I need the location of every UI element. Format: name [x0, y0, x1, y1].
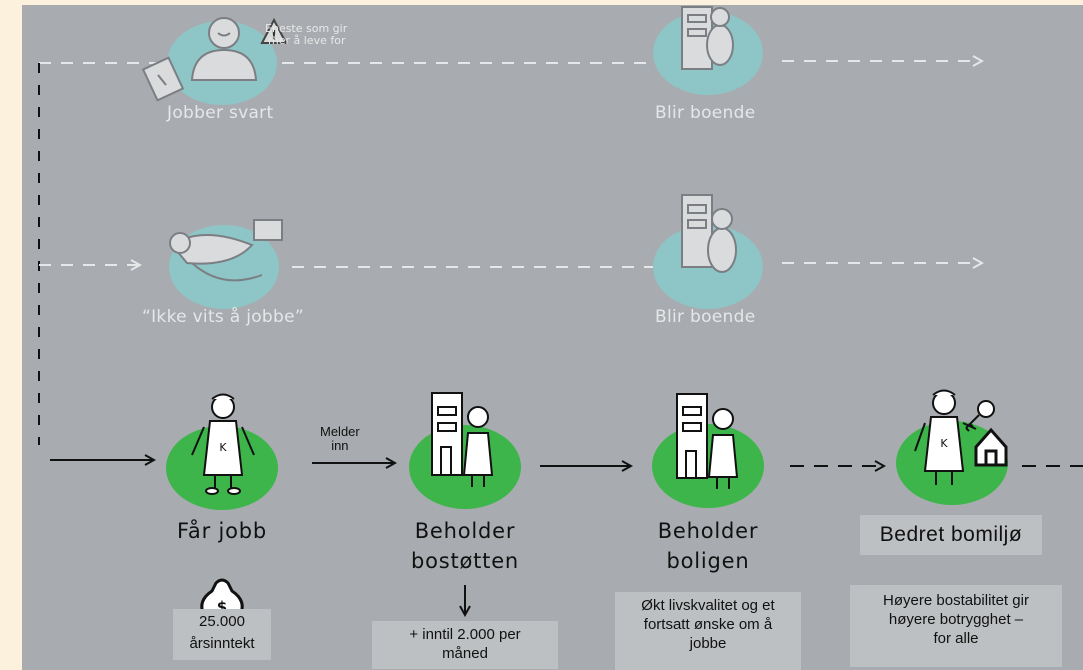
step-title-boligen: Beholder boligen [638, 516, 778, 576]
warning-icon: ! [260, 17, 288, 44]
money-symbol: $ [217, 598, 227, 616]
label-jobber-svart: Jobber svart [167, 103, 274, 123]
label-ikke-vits: “Ikke vits å jobbe” [142, 307, 304, 327]
note-line: fortsatt ønske om å [643, 616, 773, 633]
note-line: høyere botrygghet – [888, 611, 1024, 628]
melder-line: inn [331, 438, 349, 453]
building-icon [676, 393, 739, 489]
title-line: Beholder [414, 519, 516, 543]
title-line: Beholder [657, 519, 759, 543]
bomiljo-note: Høyere bostabilitet gir høyere botrygghe… [850, 585, 1062, 667]
speech-bubble-text: Eneste som gir mer å leve for [265, 23, 347, 47]
step-title-far-jobb: Får jobb [176, 519, 268, 543]
diagram-canvas: ! [22, 5, 1083, 670]
title-line: boligen [666, 549, 750, 573]
note-line: jobbe [689, 635, 727, 652]
melder-line: Melder [320, 424, 360, 439]
income-amount: 25.000 [199, 613, 245, 630]
label-blir-boende-top: Blir boende [655, 103, 756, 123]
person-icon [191, 393, 255, 495]
income-box: 25.000 årsinntekt [173, 609, 271, 660]
wrench-icon [141, 56, 185, 102]
bottom-arrows [50, 460, 1083, 615]
person-icon [190, 17, 258, 81]
note-line: Økt livskvalitet og et [641, 597, 775, 614]
faded-paths [38, 61, 982, 445]
building-icon [431, 392, 494, 487]
tv-icon [253, 219, 283, 241]
title-line: bostøtten [410, 549, 520, 573]
note-line: Høyere bostabilitet gir [883, 592, 1029, 609]
bostotte-note: + inntil 2.000 per måned [372, 621, 558, 669]
step-title-bomiljo: Bedret bomiljø [860, 515, 1042, 555]
income-label: årsinntekt [189, 635, 255, 652]
speech-line: Eneste som gir [265, 22, 348, 35]
note-line: + inntil 2.000 per [409, 626, 521, 643]
person-icon [914, 389, 977, 485]
speech-line: mer å leve for [268, 34, 346, 47]
shirt-letter: K [940, 437, 948, 450]
reclining-person-icon [169, 232, 263, 282]
shirt-letter: K [219, 441, 227, 454]
house-icon [974, 427, 1008, 467]
svg-text:!: ! [271, 29, 277, 44]
building-icon [681, 194, 737, 273]
faded-circles [167, 11, 763, 309]
melder-inn-label: Melder inn [320, 425, 360, 453]
note-line: måned [442, 645, 488, 662]
label-blir-boende-mid: Blir boende [655, 307, 756, 327]
bolig-note: Økt livskvalitet og et fortsatt ønske om… [615, 592, 801, 670]
building-icon [681, 6, 734, 70]
step-title-bostotten: Beholder bostøtten [395, 516, 535, 576]
key-icon [965, 400, 995, 432]
note-line: for alle [933, 630, 979, 647]
